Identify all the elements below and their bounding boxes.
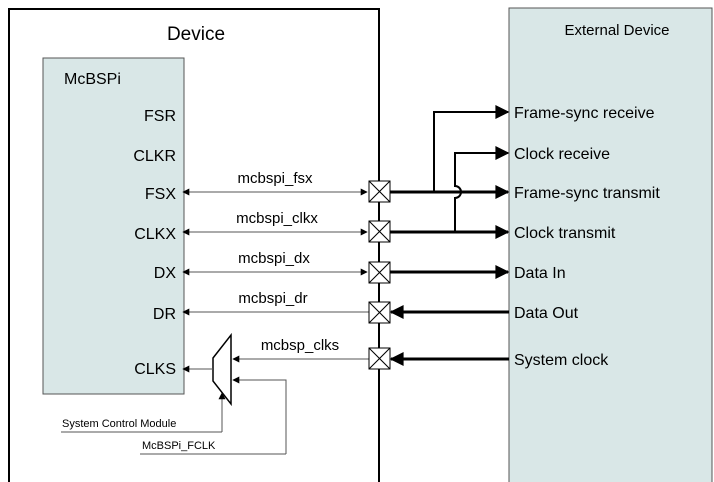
clkx-signal-label: mcbspi_clkx <box>236 210 318 227</box>
pin-fsx: FSX <box>145 186 176 203</box>
system-control-module-label: System Control Module <box>62 418 176 430</box>
fsx-signal-label: mcbspi_fsx <box>237 170 313 187</box>
pad-dr <box>368 301 391 324</box>
pad-clks <box>368 347 391 370</box>
clkx-to-clock-receive-wire <box>454 146 510 232</box>
pin-dr: DR <box>153 306 176 323</box>
clks-signal-label: mcbsp_clks <box>261 337 339 354</box>
dr-signal-label: mcbspi_dr <box>238 290 307 307</box>
external-device-block <box>508 7 713 482</box>
port-frame-sync-transmit: Frame-sync transmit <box>514 185 660 202</box>
port-frame-sync-receive: Frame-sync receive <box>514 105 655 122</box>
port-data-in: Data In <box>514 265 566 282</box>
mcbsp-block <box>42 57 185 395</box>
dx-signal-label: mcbspi_dx <box>238 250 310 267</box>
fclk-to-mux-line <box>232 376 287 454</box>
port-clock-receive: Clock receive <box>514 146 610 163</box>
clock-mux <box>212 332 232 407</box>
pin-dx: DX <box>154 265 177 282</box>
external-device-title: External Device <box>564 22 669 39</box>
fsx-to-frame-sync-receive-wire <box>433 105 510 192</box>
mcbsp-title: McBSPi <box>64 71 121 88</box>
pad-dx <box>368 261 391 284</box>
pin-fsr: FSR <box>144 108 176 125</box>
fclk-label: McBSPi_FCLK <box>142 440 216 452</box>
pin-clkr: CLKR <box>133 148 176 165</box>
pin-clkx: CLKX <box>134 226 176 243</box>
pad-clkx <box>368 220 391 243</box>
pin-clks: CLKS <box>134 361 176 378</box>
port-data-out: Data Out <box>514 305 579 322</box>
device-border <box>8 8 380 482</box>
port-system-clock: System clock <box>514 352 609 369</box>
pad-fsx <box>368 180 391 203</box>
device-title: Device <box>167 24 225 45</box>
port-clock-transmit: Clock transmit <box>514 225 616 242</box>
